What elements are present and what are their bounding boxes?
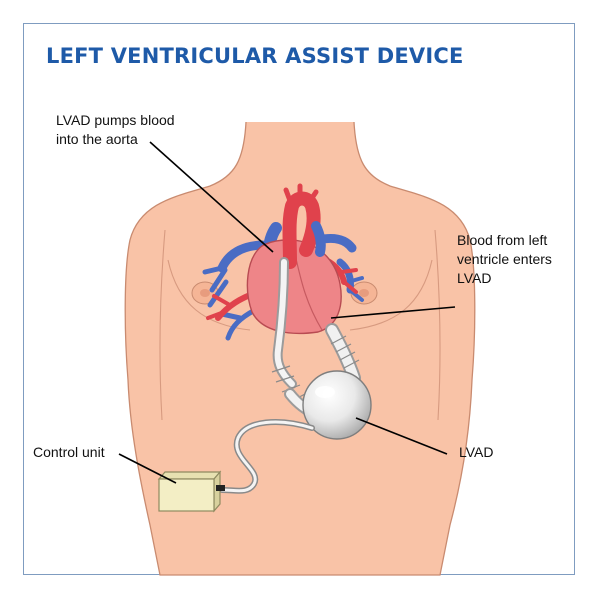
vena-cava: [311, 221, 326, 257]
aortic-branches: [283, 183, 319, 209]
inflow-cannula-rings: [330, 335, 360, 369]
leader-lines: [118, 141, 456, 484]
label-blood-enters: Blood from left ventricle enters LVAD: [457, 232, 552, 286]
right-arm-crease: [434, 229, 441, 421]
inflow-cannula-highlight: [327, 325, 359, 383]
label-lvad: LVAD: [459, 444, 494, 460]
torso: [124, 121, 476, 576]
label-pump-to-aorta: LVAD pumps blood into the aorta: [56, 112, 175, 147]
figure-title: LEFT VENTRICULAR ASSIST DEVICE: [46, 44, 464, 68]
left-arm-crease: [159, 229, 166, 421]
outflow-graft-highlight: [274, 259, 295, 387]
label-control-unit: Control unit: [33, 444, 105, 460]
right-chest-contour: [349, 259, 433, 331]
control-unit: [157, 470, 225, 513]
